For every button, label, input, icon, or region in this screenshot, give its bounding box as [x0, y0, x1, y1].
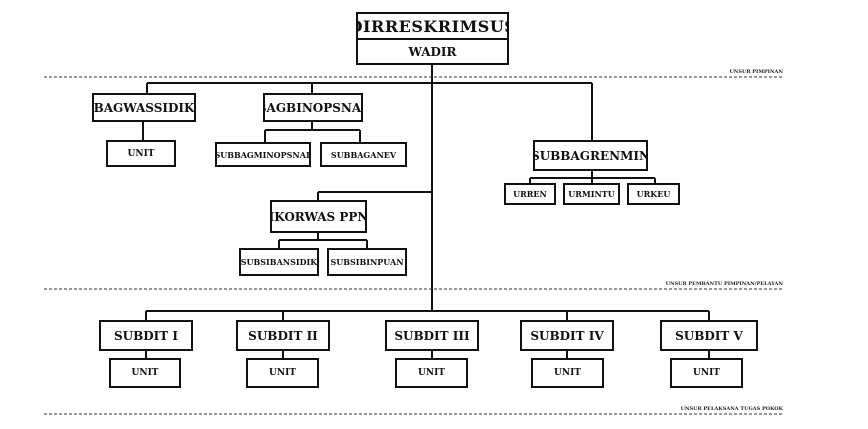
- subdit-1-unit-box: UNIT: [109, 358, 181, 388]
- subbagminopsnal-box: SUBBAGMINOPSNAL: [215, 142, 311, 167]
- subsibansidik-box: SUBSIBANSIDIK: [239, 248, 319, 276]
- separator-executive-label: UNSUR PELAKSANA TUGAS POKOK: [680, 406, 783, 412]
- subbagrenmin-box: SUBBAGRENMIN: [533, 140, 648, 171]
- subdit-2-unit-box: UNIT: [246, 358, 319, 388]
- urren-box: URREN: [504, 183, 556, 205]
- subdit-3-box: SUBDIT III: [385, 320, 479, 351]
- bagwassidik-box: BAGWASSIDIK: [92, 93, 196, 122]
- subdit-2-box: SUBDIT II: [236, 320, 330, 351]
- subdit-3-unit-box: UNIT: [395, 358, 468, 388]
- subsibinpuan-box: SUBSIBINPUAN: [327, 248, 407, 276]
- urmintu-box: URMINTU: [563, 183, 620, 205]
- subdit-4-box: SUBDIT IV: [520, 320, 614, 351]
- bagbinopsnal-box: BAGBINOPSNAL: [263, 93, 363, 122]
- subdit-1-box: SUBDIT I: [99, 320, 193, 351]
- urkeu-box: URKEU: [627, 183, 680, 205]
- head-box-dirreskrimsus: DIRRESKRIMSUS: [356, 12, 509, 40]
- separator-support-label: UNSUR PEMBANTU PIMPINAN/PELAYAN: [665, 281, 783, 287]
- sikorwas-ppns-box: SIKORWAS PPNS: [270, 200, 367, 233]
- bagwassidik-unit-box: UNIT: [106, 140, 176, 167]
- deputy-box-wadir: WADIR: [356, 38, 509, 65]
- subdit-5-unit-box: UNIT: [670, 358, 743, 388]
- subdit-5-box: SUBDIT V: [660, 320, 758, 351]
- subdit-4-unit-box: UNIT: [531, 358, 604, 388]
- separator-leadership-label: UNSUR PIMPINAN: [729, 69, 783, 75]
- subbaganev-box: SUBBAGANEV: [320, 142, 407, 167]
